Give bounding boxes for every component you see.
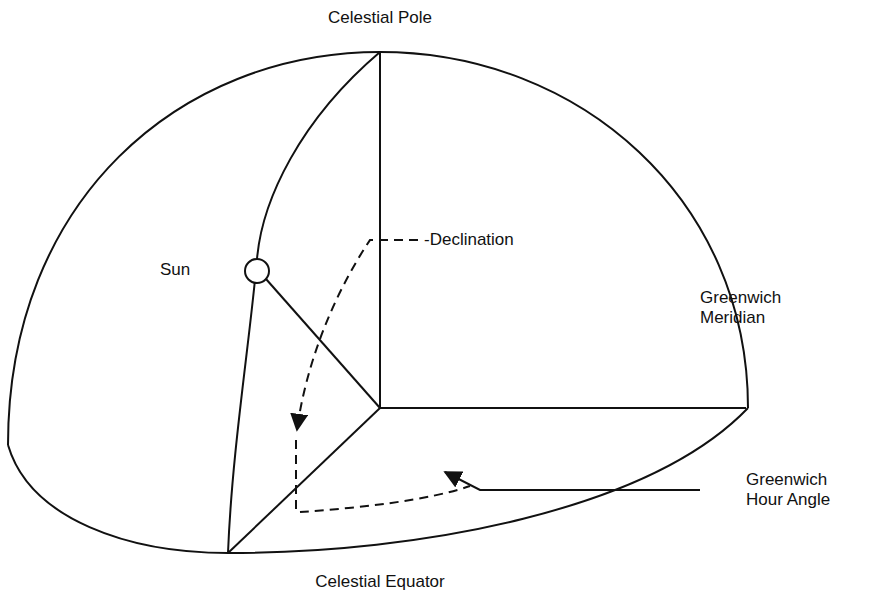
pole-label: Celestial Pole (328, 8, 432, 28)
sun-symbol (245, 259, 269, 283)
greenwich-radius (380, 407, 746, 409)
hour-angle-label: Greenwich Hour Angle (746, 470, 846, 510)
declination-label: -Declination (424, 230, 514, 250)
declination-arc (295, 440, 297, 512)
dome-outline (8, 52, 748, 445)
meridian-label: Greenwich Meridian (700, 288, 800, 328)
equator-rim (8, 408, 748, 553)
equator-label: Celestial Equator (315, 572, 444, 592)
sun-label: Sun (160, 260, 190, 280)
hour-angle-leader (445, 472, 700, 490)
sun-meridian (228, 52, 380, 553)
declination-leader (297, 240, 418, 430)
hour-angle-arc (300, 486, 470, 512)
polar-axis (379, 52, 381, 408)
sun-meridian-radius (228, 408, 380, 553)
sun-radius (266, 279, 380, 408)
